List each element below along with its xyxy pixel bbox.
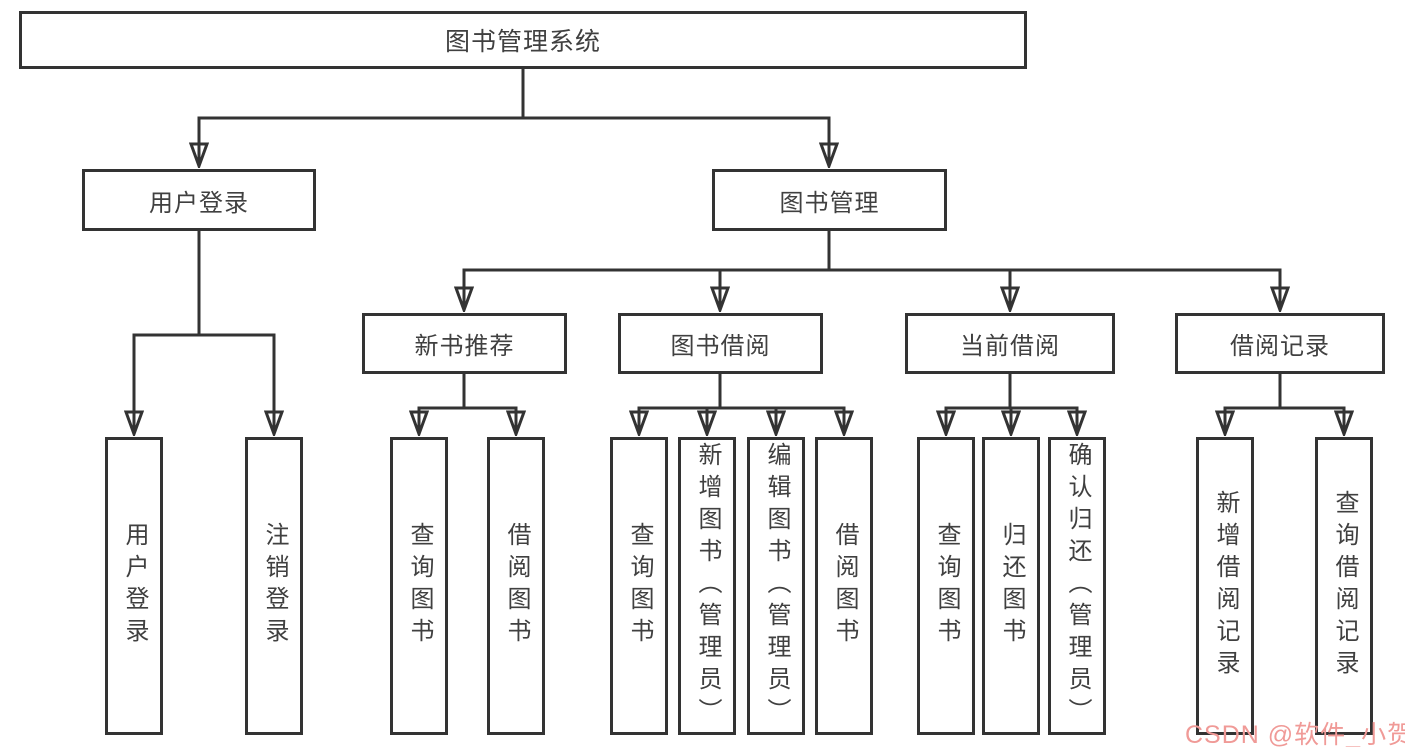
leaf-label: 新增图书（管理员） (694, 442, 721, 730)
leaf-return-books: 归还图书 (982, 437, 1040, 735)
leaf-label: 注销登录 (261, 522, 288, 650)
csdn-watermark: CSDN @软件_小贺同学 (1185, 721, 1405, 747)
leaf-label: 借阅图书 (503, 522, 530, 650)
leaf-label: 借阅图书 (831, 522, 858, 650)
leaf-label: 编辑图书（管理员） (763, 442, 790, 730)
node-label: 图书借阅 (670, 333, 771, 360)
leaf-borrow-books-2: 借阅图书 (815, 437, 873, 735)
leaf-label: 查询图书 (933, 522, 960, 650)
leaf-label: 查询图书 (406, 522, 433, 650)
node-current-borrow: 当前借阅 (905, 313, 1115, 374)
node-library-management-system: 图书管理系统 (19, 11, 1027, 69)
node-label: 当前借阅 (960, 333, 1060, 360)
leaf-query-books-2: 查询图书 (610, 437, 668, 735)
leaf-label: 查询借阅记录 (1331, 490, 1358, 682)
node-label: 借阅记录 (1230, 333, 1330, 360)
leaf-add-books-admin: 新增图书（管理员） (678, 437, 736, 735)
node-book-management: 图书管理 (712, 169, 947, 231)
leaf-add-borrow-record: 新增借阅记录 (1196, 437, 1254, 735)
node-borrow-records: 借阅记录 (1175, 313, 1385, 374)
node-label: 图书管理 (779, 189, 880, 217)
leaf-borrow-books: 借阅图书 (487, 437, 545, 735)
node-user-login: 用户登录 (82, 169, 316, 231)
leaf-edit-books-admin: 编辑图书（管理员） (747, 437, 805, 735)
node-label: 图书管理系统 (444, 28, 601, 56)
leaf-label: 确认归还（管理员） (1064, 442, 1091, 730)
leaf-label: 查询图书 (626, 522, 653, 650)
leaf-query-borrow-record: 查询借阅记录 (1315, 437, 1373, 735)
leaf-query-books: 查询图书 (390, 437, 448, 735)
node-book-borrow: 图书借阅 (618, 313, 823, 374)
leaf-label: 新增借阅记录 (1212, 490, 1239, 682)
leaf-label: 用户登录 (121, 522, 148, 650)
leaf-confirm-return-admin: 确认归还（管理员） (1048, 437, 1106, 735)
leaf-logout-login: 注销登录 (245, 437, 303, 735)
node-label: 用户登录 (149, 189, 249, 217)
leaf-user-login: 用户登录 (105, 437, 163, 735)
node-label: 新书推荐 (414, 333, 515, 360)
leaf-label: 归还图书 (998, 522, 1025, 650)
node-new-book-recommend: 新书推荐 (362, 313, 567, 374)
leaf-query-books-3: 查询图书 (917, 437, 975, 735)
